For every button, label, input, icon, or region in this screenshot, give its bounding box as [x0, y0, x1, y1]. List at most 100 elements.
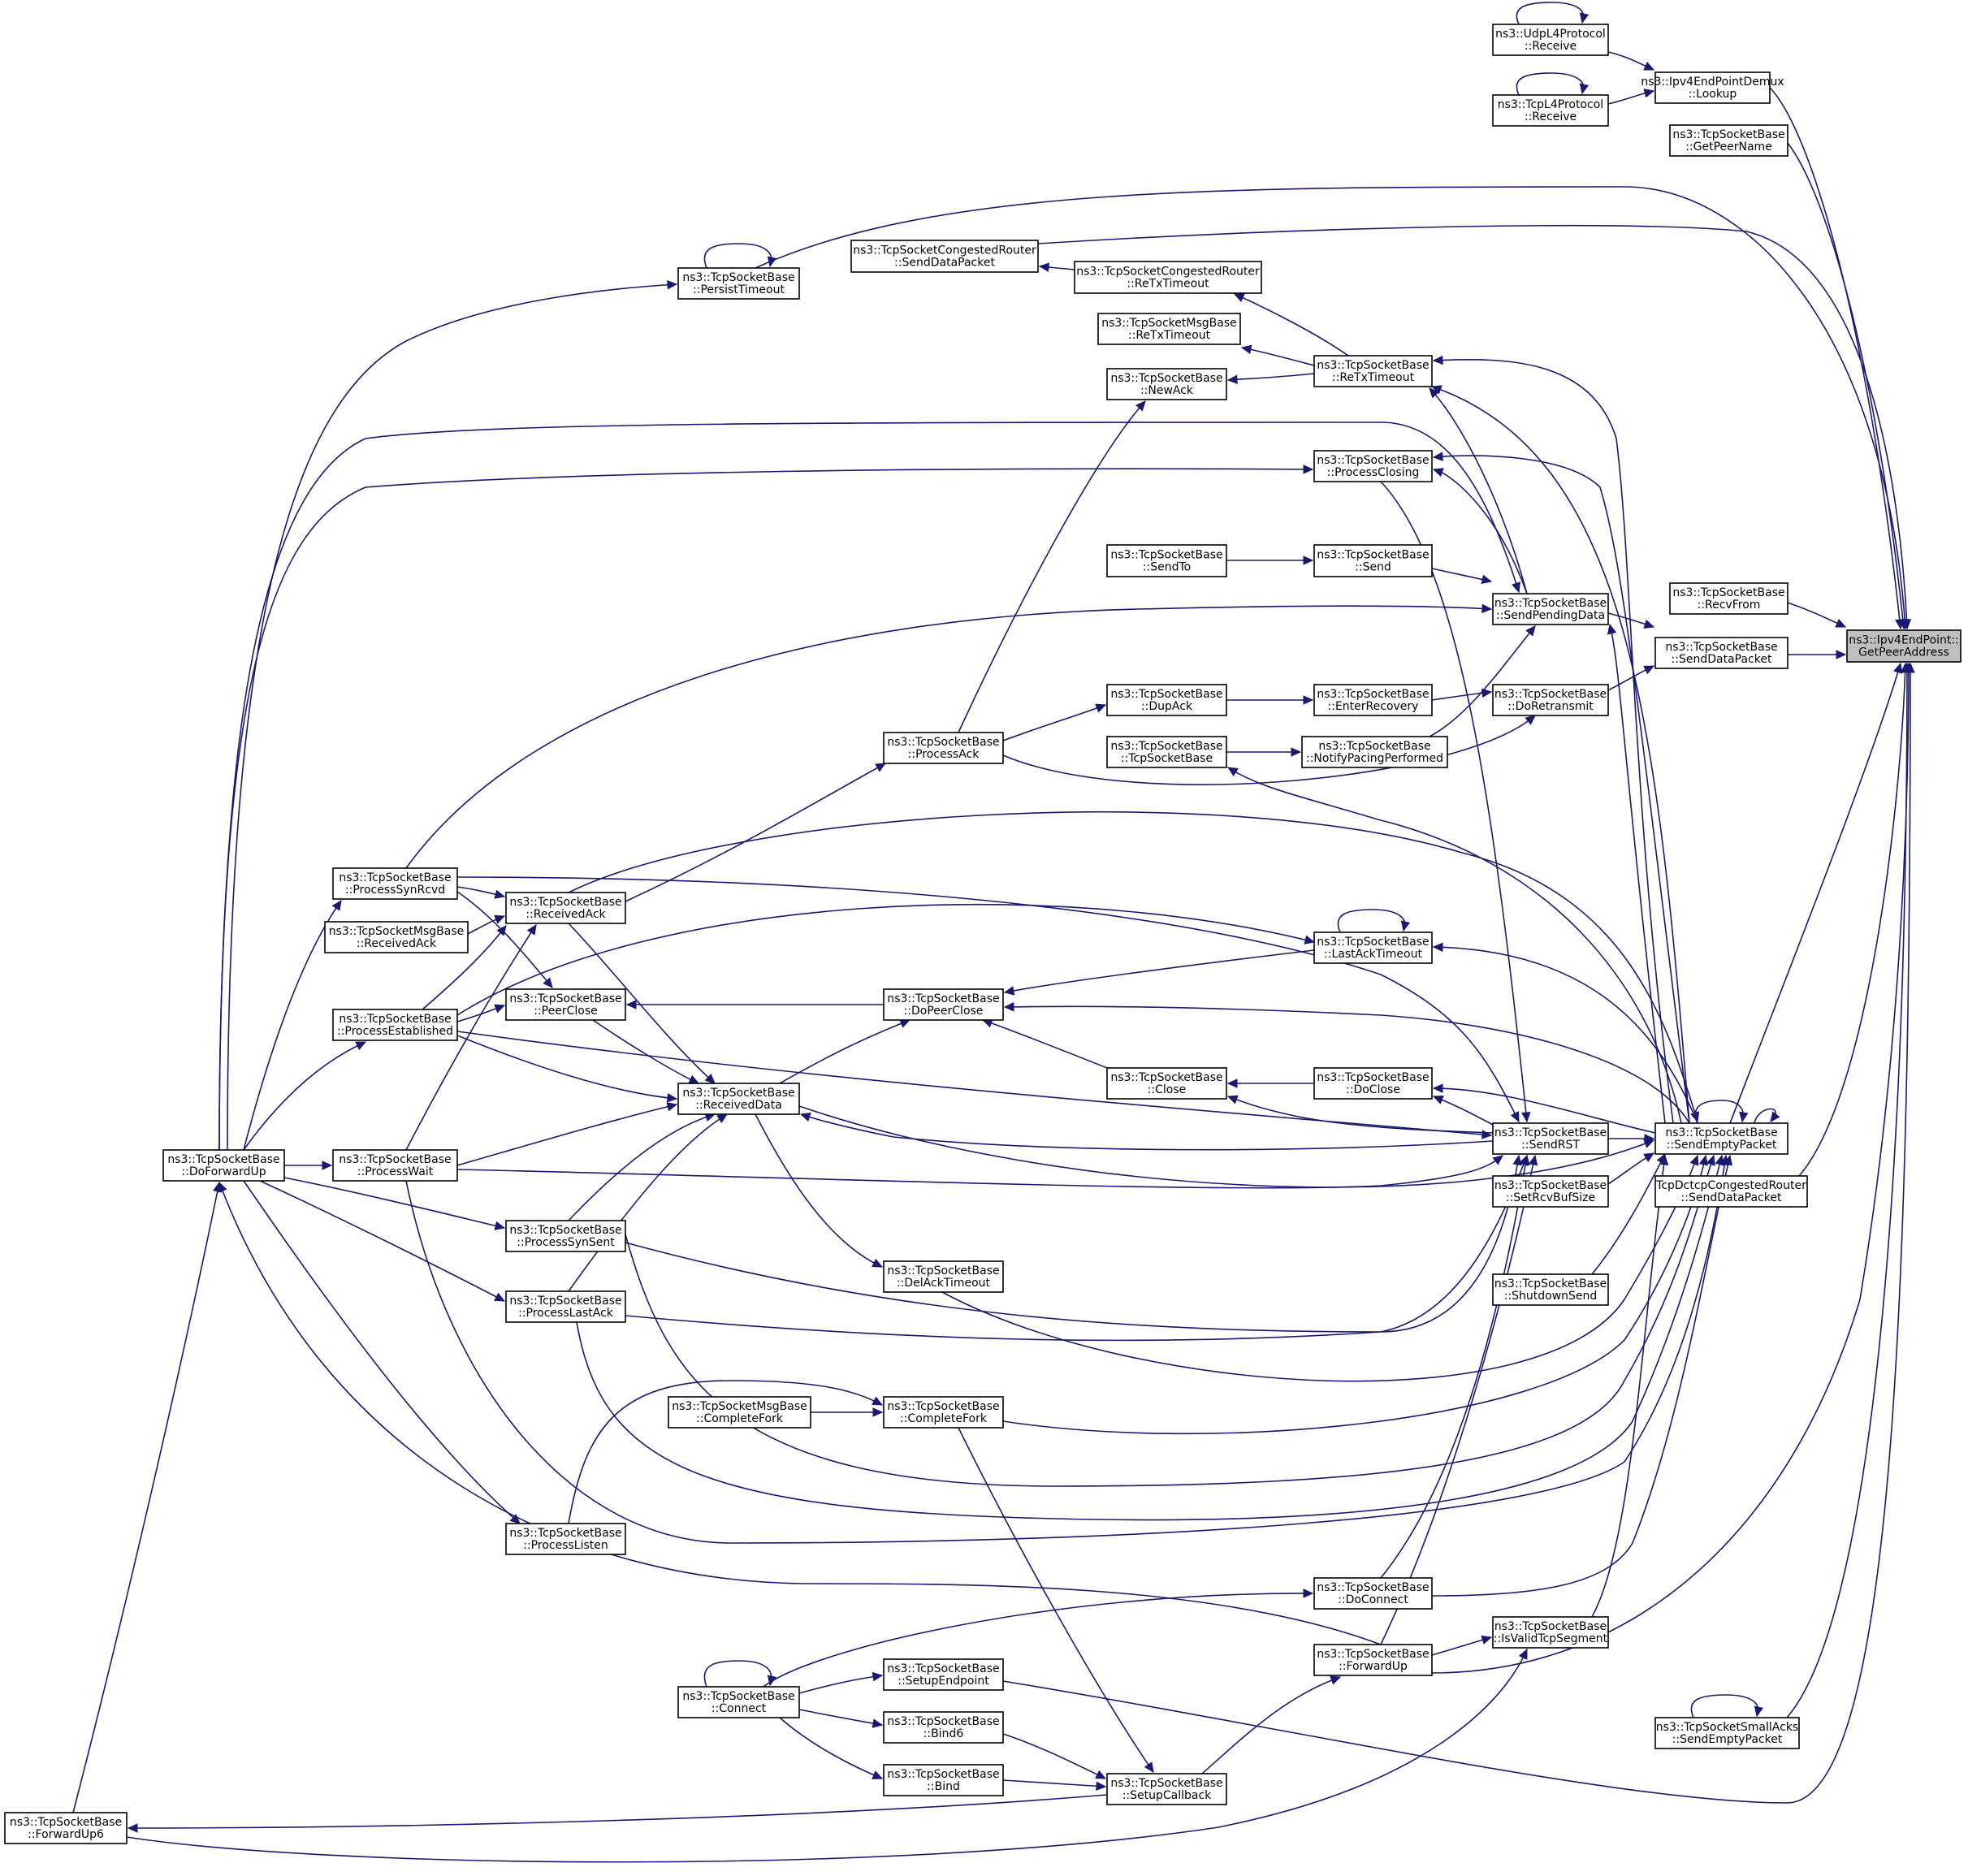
node-del-ack-timeout[interactable]: ns3::TcpSocketBase::DelAckTimeout [883, 1260, 1004, 1293]
node-tcp-receive[interactable]: ns3::TcpL4Protocol::Receive [1492, 94, 1609, 127]
edge-process_last_ack-to-send_empty_packet [576, 1154, 1724, 1521]
node-process-closing[interactable]: ns3::TcpSocketBase::ProcessClosing [1313, 450, 1433, 482]
edge-process_ack-to-new_ack [958, 400, 1146, 733]
node-box [677, 267, 800, 300]
node-received-data[interactable]: ns3::TcpSocketBase::ReceivedData [677, 1083, 800, 1115]
node-received-ack[interactable]: ns3::TcpSocketBase::ReceivedAck [505, 892, 626, 924]
node-small-acks-send-empty[interactable]: ns3::TcpSocketSmallAcks::SendEmptyPacket [1654, 1717, 1800, 1749]
graph-nodes: ns3::UdpL4Protocol::Receivens3::TcpL4Pro… [4, 24, 1962, 1844]
node-process-syn-sent[interactable]: ns3::TcpSocketBase::ProcessSynSent [505, 1220, 626, 1252]
node-get-peer-address[interactable]: ns3::Ipv4EndPoint::GetPeerAddress [1846, 629, 1962, 663]
node-new-ack[interactable]: ns3::TcpSocketBase::NewAck [1106, 368, 1227, 400]
edge-received_data-to-del_ack_timeout [755, 1113, 884, 1268]
node-dctcp-send-data[interactable]: TcpDctcpCongestedRouter::SendDataPacket [1654, 1175, 1808, 1208]
node-box [1669, 582, 1789, 615]
edge-send_pending_data-to-process_closing [1432, 468, 1528, 594]
node-msg-received-ack[interactable]: ns3::TcpSocketMsgBase::ReceivedAck [324, 921, 469, 953]
node-class-label: ns3::TcpSocketBase [1317, 1071, 1429, 1084]
node-notify-pacing[interactable]: ns3::TcpSocketBase::NotifyPacingPerforme… [1301, 736, 1448, 768]
node-box [162, 1149, 285, 1182]
node-class-label: ns3::TcpSocketBase [509, 896, 621, 909]
node-shutdown-send[interactable]: ns3::TcpSocketBase::ShutdownSend [1492, 1273, 1609, 1306]
node-box [1106, 1773, 1227, 1805]
node-send-to[interactable]: ns3::TcpSocketBase::SendTo [1106, 544, 1227, 577]
edge-send_empty_packet-to-do_close [1432, 1083, 1656, 1134]
node-method-label: ::ShutdownSend [1504, 1290, 1598, 1303]
node-set-rcv-buf[interactable]: ns3::TcpSocketBase::SetRcvBufSize [1492, 1175, 1609, 1208]
edge-bind-to-setup_callback [1002, 1779, 1107, 1792]
node-class-label: TcpDctcpCongestedRouter [1655, 1179, 1806, 1192]
node-recv-from[interactable]: ns3::TcpSocketBase::RecvFrom [1669, 582, 1789, 615]
node-do-forward-up[interactable]: ns3::TcpSocketBase::DoForwardUp [162, 1149, 285, 1182]
node-ctor[interactable]: ns3::TcpSocketBase::TcpSocketBase [1106, 736, 1227, 768]
node-setup-endpoint[interactable]: ns3::TcpSocketBase::SetupEndpoint [883, 1658, 1004, 1691]
node-forward-up6[interactable]: ns3::TcpSocketBase::ForwardUp6 [4, 1812, 128, 1844]
node-class-label: ns3::TcpSocketBase [1317, 359, 1429, 372]
edge-forward_up-to-is_valid_tcp_segment [1431, 1635, 1493, 1656]
node-msg-retx[interactable]: ns3::TcpSocketMsgBase::ReTxTimeout [1097, 313, 1241, 345]
node-process-listen[interactable]: ns3::TcpSocketBase::ProcessListen [505, 1523, 626, 1555]
node-process-wait[interactable]: ns3::TcpSocketBase::ProcessWait [332, 1149, 458, 1182]
node-send-data-packet[interactable]: ns3::TcpSocketBase::SendDataPacket [1654, 637, 1789, 669]
node-do-peer-close[interactable]: ns3::TcpSocketBase::DoPeerClose [883, 988, 1004, 1021]
node-method-label: ::ReTxTimeout [1127, 278, 1209, 291]
node-process-last-ack[interactable]: ns3::TcpSocketBase::ProcessLastAck [505, 1290, 626, 1323]
edge-do_forward_up-to-process_last_ack [259, 1180, 506, 1302]
node-last-ack-timeout[interactable]: ns3::TcpSocketBase::LastAckTimeout [1313, 932, 1433, 964]
node-peer-close[interactable]: ns3::TcpSocketBase::PeerClose [505, 988, 626, 1021]
node-setup-callback[interactable]: ns3::TcpSocketBase::SetupCallback [1106, 1773, 1227, 1805]
edge-send_pending_data-to-retx_timeout [1429, 387, 1528, 594]
node-udp-receive[interactable]: ns3::UdpL4Protocol::Receive [1492, 24, 1609, 56]
node-box [1106, 544, 1227, 577]
node-bind6[interactable]: ns3::TcpSocketBase::Bind6 [883, 1711, 1004, 1744]
edge-do_forward_up-to-process_wait [284, 1161, 333, 1170]
node-do-close[interactable]: ns3::TcpSocketBase::DoClose [1313, 1067, 1433, 1100]
node-process-syn-rcvd[interactable]: ns3::TcpSocketBase::ProcessSynRcvd [332, 867, 458, 900]
node-box [850, 240, 1039, 273]
node-box [883, 1396, 1004, 1429]
node-bind[interactable]: ns3::TcpSocketBase::Bind [883, 1764, 1004, 1796]
node-class-label: ns3::TcpSocketSmallAcks [1656, 1721, 1798, 1734]
edge-send_empty_packet-to-get_peer_address [1729, 662, 1903, 1124]
node-complete-fork[interactable]: ns3::TcpSocketBase::CompleteFork [883, 1396, 1004, 1429]
node-class-label: ns3::Ipv4EndPointDemux [1641, 76, 1784, 89]
node-method-label: ::PersistTimeout [693, 283, 785, 296]
node-box [1492, 1616, 1609, 1649]
edge-last_ack_timeout-to-last_ack_timeout [1337, 909, 1411, 933]
edge-do_peer_close-to-peer_close [625, 1000, 884, 1009]
node-retx-timeout[interactable]: ns3::TcpSocketBase::ReTxTimeout [1313, 355, 1433, 387]
node-box [668, 1396, 811, 1429]
edge-send_empty_packet-to-last_ack_timeout [1432, 942, 1698, 1124]
node-persist-timeout[interactable]: ns3::TcpSocketBase::PersistTimeout [677, 267, 800, 300]
node-do-connect[interactable]: ns3::TcpSocketBase::DoConnect [1313, 1577, 1433, 1610]
node-demux-lookup[interactable]: ns3::Ipv4EndPointDemux::Lookup [1641, 71, 1784, 104]
node-box [883, 988, 1004, 1021]
node-congested-send-data[interactable]: ns3::TcpSocketCongestedRouter::SendDataP… [850, 240, 1039, 273]
node-close[interactable]: ns3::TcpSocketBase::Close [1106, 1067, 1227, 1100]
node-dup-ack[interactable]: ns3::TcpSocketBase::DupAck [1106, 684, 1227, 716]
node-method-label: ::Receive [1525, 110, 1577, 123]
node-send-pending-data[interactable]: ns3::TcpSocketBase::SendPendingData [1492, 593, 1609, 625]
node-connect[interactable]: ns3::TcpSocketBase::Connect [677, 1686, 800, 1718]
node-send[interactable]: ns3::TcpSocketBase::Send [1313, 544, 1433, 577]
edge-get_peer_name-to-get_peer_address [1787, 142, 1908, 630]
node-process-ack[interactable]: ns3::TcpSocketBase::ProcessAck [883, 732, 1004, 764]
node-is-valid-tcp-segment[interactable]: ns3::TcpSocketBase::IsValidTcpSegment [1492, 1616, 1609, 1649]
node-send-empty-packet[interactable]: ns3::TcpSocketBase::SendEmptyPacket [1654, 1122, 1789, 1155]
node-method-label: ::NotifyPacingPerformed [1306, 752, 1443, 765]
node-get-peer-name[interactable]: ns3::TcpSocketBase::GetPeerName [1669, 124, 1789, 157]
node-do-retransmit[interactable]: ns3::TcpSocketBase::DoRetransmit [1492, 684, 1609, 716]
node-msg-complete-fork[interactable]: ns3::TcpSocketMsgBase::CompleteFork [668, 1396, 811, 1429]
node-class-label: ns3::TcpSocketBase [887, 1662, 999, 1675]
node-method-label: ::RecvFrom [1698, 599, 1761, 612]
node-method-label: ::ProcessLastAck [518, 1307, 614, 1320]
node-congested-retx[interactable]: ns3::TcpSocketCongestedRouter::ReTxTimeo… [1074, 261, 1262, 294]
node-forward-up[interactable]: ns3::TcpSocketBase::ForwardUp [1313, 1644, 1433, 1676]
node-box [1669, 124, 1789, 157]
node-send-rst[interactable]: ns3::TcpSocketBase::SendRST [1492, 1122, 1609, 1155]
node-box [1492, 684, 1609, 716]
node-method-label: ::Close [1148, 1083, 1187, 1096]
edge-connect-to-do_connect [763, 1589, 1314, 1688]
node-process-established[interactable]: ns3::TcpSocketBase::ProcessEstablished [332, 1009, 458, 1041]
node-enter-recovery[interactable]: ns3::TcpSocketBase::EnterRecovery [1313, 684, 1433, 716]
